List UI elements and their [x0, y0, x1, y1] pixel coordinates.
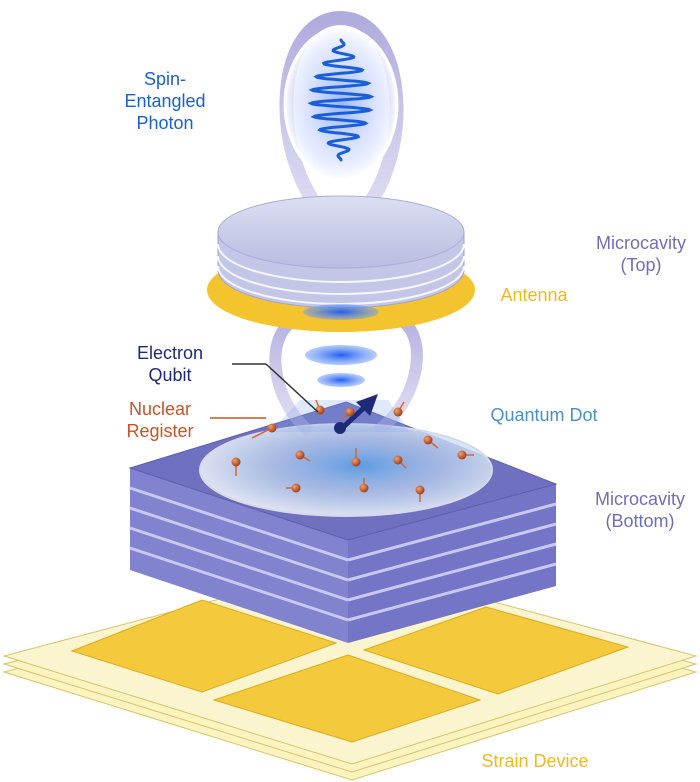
field-disc-2: [317, 373, 365, 387]
microcavity-bottom-label-line1: Microcavity: [594, 489, 685, 509]
photon-label-line1: Spin-: [143, 69, 187, 89]
microcavity-bottom-label-line2: (Bottom): [605, 511, 675, 531]
microcavity-bottom-left-side: [130, 468, 348, 643]
quantum-dot-disc: [199, 423, 493, 517]
nuclear-label-line2: Register: [126, 421, 194, 441]
microcavity-top: [207, 195, 475, 332]
photon-label-line3: Photon: [136, 113, 194, 133]
microcavity-top-label: Microcavity (Top): [582, 232, 700, 276]
electron-qubit-label: Electron Qubit: [110, 342, 230, 386]
electron-label-line1: Electron: [136, 343, 204, 363]
strain-pad-bottom: [212, 654, 482, 743]
microcavity-top-label-line2: (Top): [620, 255, 662, 275]
nuclear-spin-ball: [267, 423, 277, 433]
microcavity-top-face: [217, 195, 465, 269]
strain-pad-left: [70, 599, 338, 693]
nuclear-spin-ball: [423, 435, 433, 445]
strain-device-label: Strain Device: [481, 751, 589, 771]
nuclear-spin-ball: [351, 457, 361, 467]
microcavity-bottom-layer-lines: [129, 486, 557, 622]
field-disc-1: [305, 345, 377, 365]
nuclear-spin-ball: [393, 455, 403, 465]
nuclear-spin-ball: [415, 485, 425, 495]
nuclear-spin-ball: [457, 450, 467, 460]
nuclear-spin-ball: [291, 483, 301, 493]
quantum-dot-label: Quantum Dot: [490, 405, 598, 425]
electron-label-line2: Qubit: [148, 365, 192, 385]
photon-label: Spin- Entangled Photon: [110, 68, 220, 134]
upper-loop: [279, 10, 404, 228]
microcavity-bottom-right-side: [348, 484, 556, 643]
nuclear-spin-ball: [295, 450, 305, 460]
nuclear-spin-ball: [345, 407, 355, 417]
emission-cone: [270, 400, 410, 432]
electron-pointer-line-2: [265, 363, 319, 413]
nuclear-spin-ball: [231, 457, 241, 467]
photon-label-line2: Entangled: [124, 91, 206, 111]
strain-pad-right: [362, 606, 630, 695]
microcavity-top-label-line1: Microcavity: [595, 233, 686, 253]
electron-spin: [334, 394, 378, 434]
nuclear-label-line1: Nuclear: [128, 399, 192, 419]
nuclear-spin-ball: [393, 407, 403, 417]
nuclear-spin-ball: [359, 483, 369, 493]
antenna-label: Antenna: [500, 285, 568, 305]
photon-wave: [307, 38, 375, 162]
microcavity-bottom-label: Microcavity (Bottom): [580, 488, 700, 532]
nuclear-register-label: Nuclear Register: [110, 398, 210, 442]
photon-bubble: [283, 26, 399, 182]
strain-device: [2, 563, 698, 781]
top-blue-spot: [303, 304, 379, 320]
